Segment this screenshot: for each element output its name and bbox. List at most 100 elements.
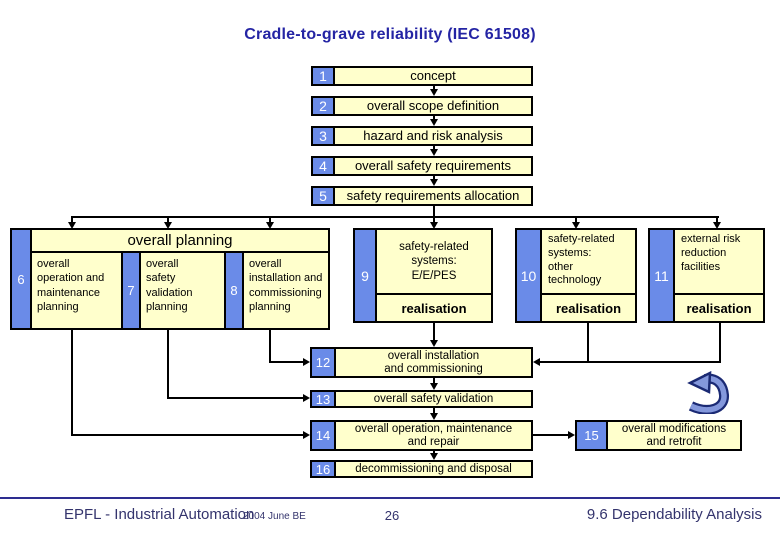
arrow-head (430, 119, 438, 126)
connector-line (433, 218, 435, 223)
slide-title: Cradle-to-grave reliability (IEC 61508) (244, 26, 536, 43)
step-number: 14 (312, 422, 336, 449)
step-number: 1 (313, 68, 335, 84)
planning-header: overall planning (32, 230, 328, 251)
step-number: 16 (312, 462, 336, 477)
step-label: overall modifications and retrofit (621, 422, 727, 448)
arrow-head (68, 222, 76, 229)
connector-line (587, 323, 589, 363)
arrow-head (430, 179, 438, 186)
connector-line (72, 434, 305, 436)
step-label: overall safety validation planning (141, 253, 224, 328)
step-label: overall safety requirements (354, 157, 512, 173)
arrow-head (164, 222, 172, 229)
connector-line (433, 323, 435, 341)
arrow-head (266, 222, 274, 229)
planning-content: overall planning overall operation and m… (32, 230, 328, 328)
step-label: safety requirements allocation (346, 187, 520, 203)
connector-line (71, 216, 719, 218)
realisation-box-9: 9 safety-related systems: E/E/PES realis… (353, 228, 493, 323)
realisation-label: realisation (401, 300, 467, 316)
step-label: overall installation and commissioning (384, 349, 483, 375)
step-label: hazard and risk analysis (363, 127, 503, 143)
footer-institution: EPFL - Industrial Automation (64, 506, 255, 523)
arrow-head (568, 431, 575, 439)
step-label: overall operation, maintenance and repai… (354, 422, 513, 448)
step-number: 10 (517, 230, 542, 321)
realisation-label: realisation (686, 300, 752, 316)
step-box-13: 13 overall safety validation (310, 390, 533, 408)
connector-line (269, 218, 271, 223)
arrow-head (303, 431, 310, 439)
footer-date: 2004 June BE (243, 511, 306, 522)
step-box-3: 3 hazard and risk analysis (311, 126, 533, 146)
step-number: 4 (313, 158, 335, 174)
step-number: 7 (123, 253, 139, 328)
arrow-head (303, 358, 310, 366)
arrow-head (430, 89, 438, 96)
step-number: 9 (355, 230, 377, 321)
step-label: concept (410, 67, 456, 83)
arrow-head (572, 222, 580, 229)
step-label: external risk reduction facilities (675, 230, 763, 295)
arrow-head (303, 394, 310, 402)
step-number: 6 (12, 230, 30, 328)
footer-section: 9.6 Dependability Analysis (586, 506, 762, 523)
connector-line (433, 176, 435, 181)
realisation-box-10: 10 safety-related systems: other technol… (515, 228, 637, 323)
step-label: decommissioning and disposal (355, 462, 512, 475)
arrow-head (430, 340, 438, 347)
step-box-16: 16 decommissioning and disposal (310, 460, 533, 478)
step-label: safety-related systems: other technology (542, 230, 635, 295)
step-label: overall operation and maintenance planni… (32, 253, 121, 328)
step-number: 8 (226, 253, 242, 328)
connector-line (433, 206, 435, 217)
connector-line (433, 86, 435, 91)
step-box-14: 14 overall operation, maintenance and re… (310, 420, 533, 451)
arrow-head (430, 222, 438, 229)
realisation-box-11: 11 external risk reduction facilities re… (648, 228, 765, 323)
arrow-head (430, 149, 438, 156)
arrow-head (533, 358, 540, 366)
connector-line (71, 330, 73, 436)
connector-line (433, 116, 435, 121)
step-number: 15 (577, 422, 608, 449)
loop-arrow-icon (687, 371, 729, 414)
connector-line (533, 434, 569, 436)
connector-line (167, 330, 169, 399)
planning-body: overall operation and maintenance planni… (32, 253, 328, 328)
connector-line (716, 218, 718, 223)
step-box-2: 2 overall scope definition (311, 96, 533, 116)
connector-line (270, 361, 305, 363)
step-number: 13 (312, 392, 336, 407)
connector-line (71, 218, 73, 223)
step-box-1: 1 concept (311, 66, 533, 86)
step-number: 12 (312, 349, 336, 376)
connector-line (167, 218, 169, 223)
step-label: overall scope definition (366, 97, 500, 113)
step-label: overall safety validation (373, 392, 494, 405)
connector-line (168, 397, 305, 399)
arrow-head (430, 413, 438, 420)
arrow-head (713, 222, 721, 229)
step-box-12: 12 overall installation and commissionin… (310, 347, 533, 378)
step-box-4: 4 overall safety requirements (311, 156, 533, 176)
connector-line (719, 323, 721, 363)
overall-planning-box: 6 overall planning overall operation and… (10, 228, 330, 330)
connector-line (433, 146, 435, 151)
step-number: 2 (313, 98, 335, 114)
step-box-5: 5 safety requirements allocation (311, 186, 533, 206)
realisation-label: realisation (555, 300, 622, 316)
step-number: 3 (313, 128, 335, 144)
arrow-head (430, 383, 438, 390)
step-box-15: 15 overall modifications and retrofit (575, 420, 742, 451)
step-label: overall installation and commissioning p… (244, 253, 328, 328)
footer-divider (0, 497, 780, 499)
connector-line (433, 378, 435, 384)
step-number: 11 (650, 230, 675, 321)
connector-line (538, 361, 721, 363)
connector-line (575, 218, 577, 223)
connector-line (269, 330, 271, 363)
step-number: 5 (313, 188, 335, 204)
